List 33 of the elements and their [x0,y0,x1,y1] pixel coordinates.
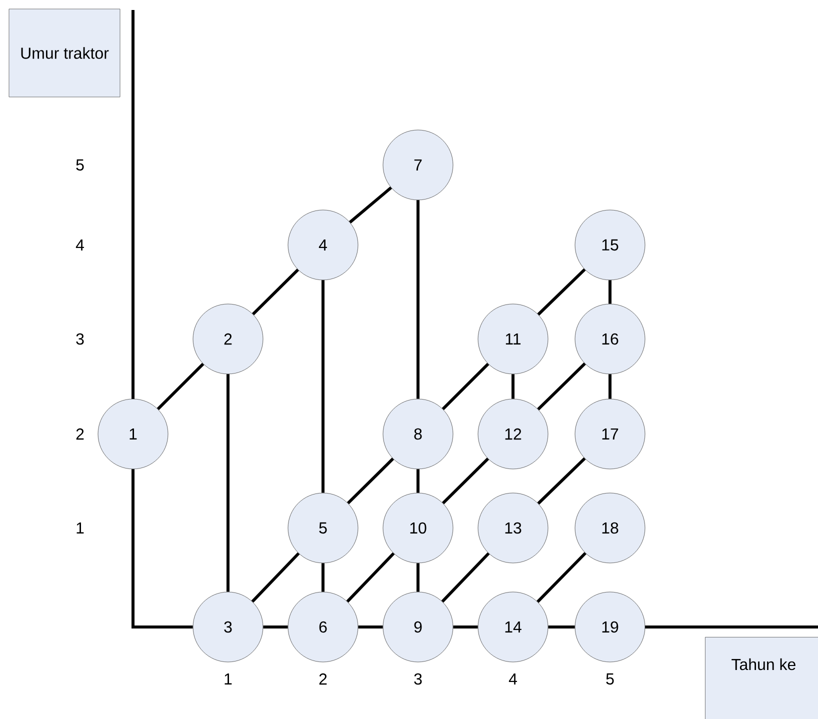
connector-line [537,362,586,410]
connector-line [416,563,420,592]
connector-line [322,563,324,592]
connector-line [358,625,383,628]
connector-line [132,469,193,628]
connector-line [608,374,612,399]
connector-line [226,374,230,592]
axis-title-box: Tahun ke [705,636,818,719]
connector-line [453,625,478,628]
connector-line [263,625,288,628]
tick-label: 1 [76,522,84,534]
connector-line [536,552,586,603]
tick-label: 4 [76,239,84,250]
connector-line [537,268,586,316]
connector-line [416,469,420,493]
tick-label: 5 [76,159,84,171]
connector-line [442,458,490,504]
connector-line [348,186,392,224]
connector-line [416,200,420,399]
connector-line [537,457,586,505]
tick-label: 3 [76,333,84,345]
connector-line [322,280,324,493]
connector-line [441,552,490,603]
connector-line [251,552,300,603]
axis-title-box: Umur traktor [8,8,120,98]
connector-line [512,374,514,399]
connector-line [252,268,300,316]
connector-line [346,458,394,504]
connector-line [156,362,204,410]
connector-line [608,280,612,304]
connector-line [346,552,395,603]
connector-line [548,625,575,628]
connector-line [442,362,490,410]
